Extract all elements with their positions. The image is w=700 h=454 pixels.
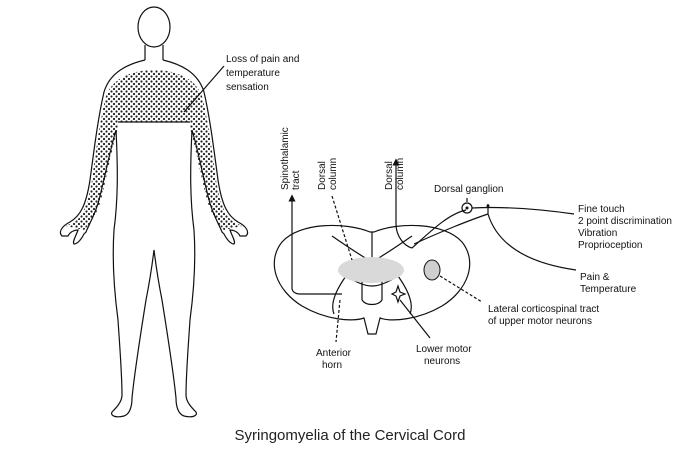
dorsal-column-1-label-1: Dorsal (317, 161, 328, 190)
ventral-commissure (361, 282, 383, 306)
neck (144, 45, 164, 60)
lateral-cst-label-1: Lateral corticospinal tract (488, 304, 599, 315)
fine-touch-label-2: 2 point discrimination (578, 216, 672, 227)
sensory-loss-region (66, 70, 242, 230)
cord-outline (273, 224, 471, 335)
dorsal-column-arrow (392, 158, 413, 249)
anterior-horn-label-1: Anterior (316, 348, 352, 359)
fine-touch-label-4: Proprioception (578, 240, 642, 251)
figure-caption: Syringomyelia of the Cervical Cord (235, 427, 466, 444)
body-outline (59, 59, 249, 418)
dorsal-column-2-label-1: Dorsal (384, 161, 395, 190)
fine-touch-label-3: Vibration (578, 228, 617, 239)
cord-labels: Spinothalamic tract Dorsal column Dorsal… (280, 127, 672, 371)
lower-motor-leader (399, 299, 431, 339)
anterior-horn-label-2: horn (322, 360, 342, 371)
pain-temp-fiber (487, 204, 577, 271)
lower-motor-label-1: Lower motor (416, 344, 472, 355)
syrinx (338, 257, 404, 283)
dorsal-column-2-label-2: column (395, 158, 406, 190)
body-label-line-2: temperature (226, 68, 280, 79)
body-label: Loss of pain and temperature sensation (183, 54, 299, 113)
dorsal-ganglion-label: Dorsal ganglion (434, 184, 504, 195)
lower-motor-neuron-icon (390, 284, 407, 304)
human-figure (59, 6, 249, 418)
pain-temp-label-2: Temperature (580, 284, 637, 295)
lateral-cst-leader (439, 275, 483, 303)
spinothalamic-label-1: Spinothalamic (280, 127, 291, 190)
fine-touch-label-1: Fine touch (578, 204, 625, 215)
pain-temp-root (413, 213, 489, 245)
spinal-cord-section (273, 158, 577, 343)
dorsal-column-1-label-2: column (328, 158, 339, 190)
head (137, 6, 171, 48)
pain-temp-label-1: Pain & (580, 272, 610, 283)
anterior-horn-leader (335, 299, 341, 343)
spinothalamic-label-2: tract (291, 170, 302, 190)
dorsal-root (411, 209, 467, 249)
body-label-line-3: sensation (226, 82, 269, 93)
body-label-leader (183, 65, 225, 113)
lateral-cst-tract (423, 259, 441, 281)
fine-touch-fiber (471, 206, 575, 215)
lateral-cst-label-2: of upper motor neurons (488, 316, 592, 327)
spinothalamic-arrow (288, 194, 342, 295)
lower-motor-label-2: neurons (424, 356, 460, 367)
body-label-line-1: Loss of pain and (226, 54, 299, 65)
dorsal-column-leader-1 (331, 195, 353, 261)
gray-matter (331, 235, 413, 315)
